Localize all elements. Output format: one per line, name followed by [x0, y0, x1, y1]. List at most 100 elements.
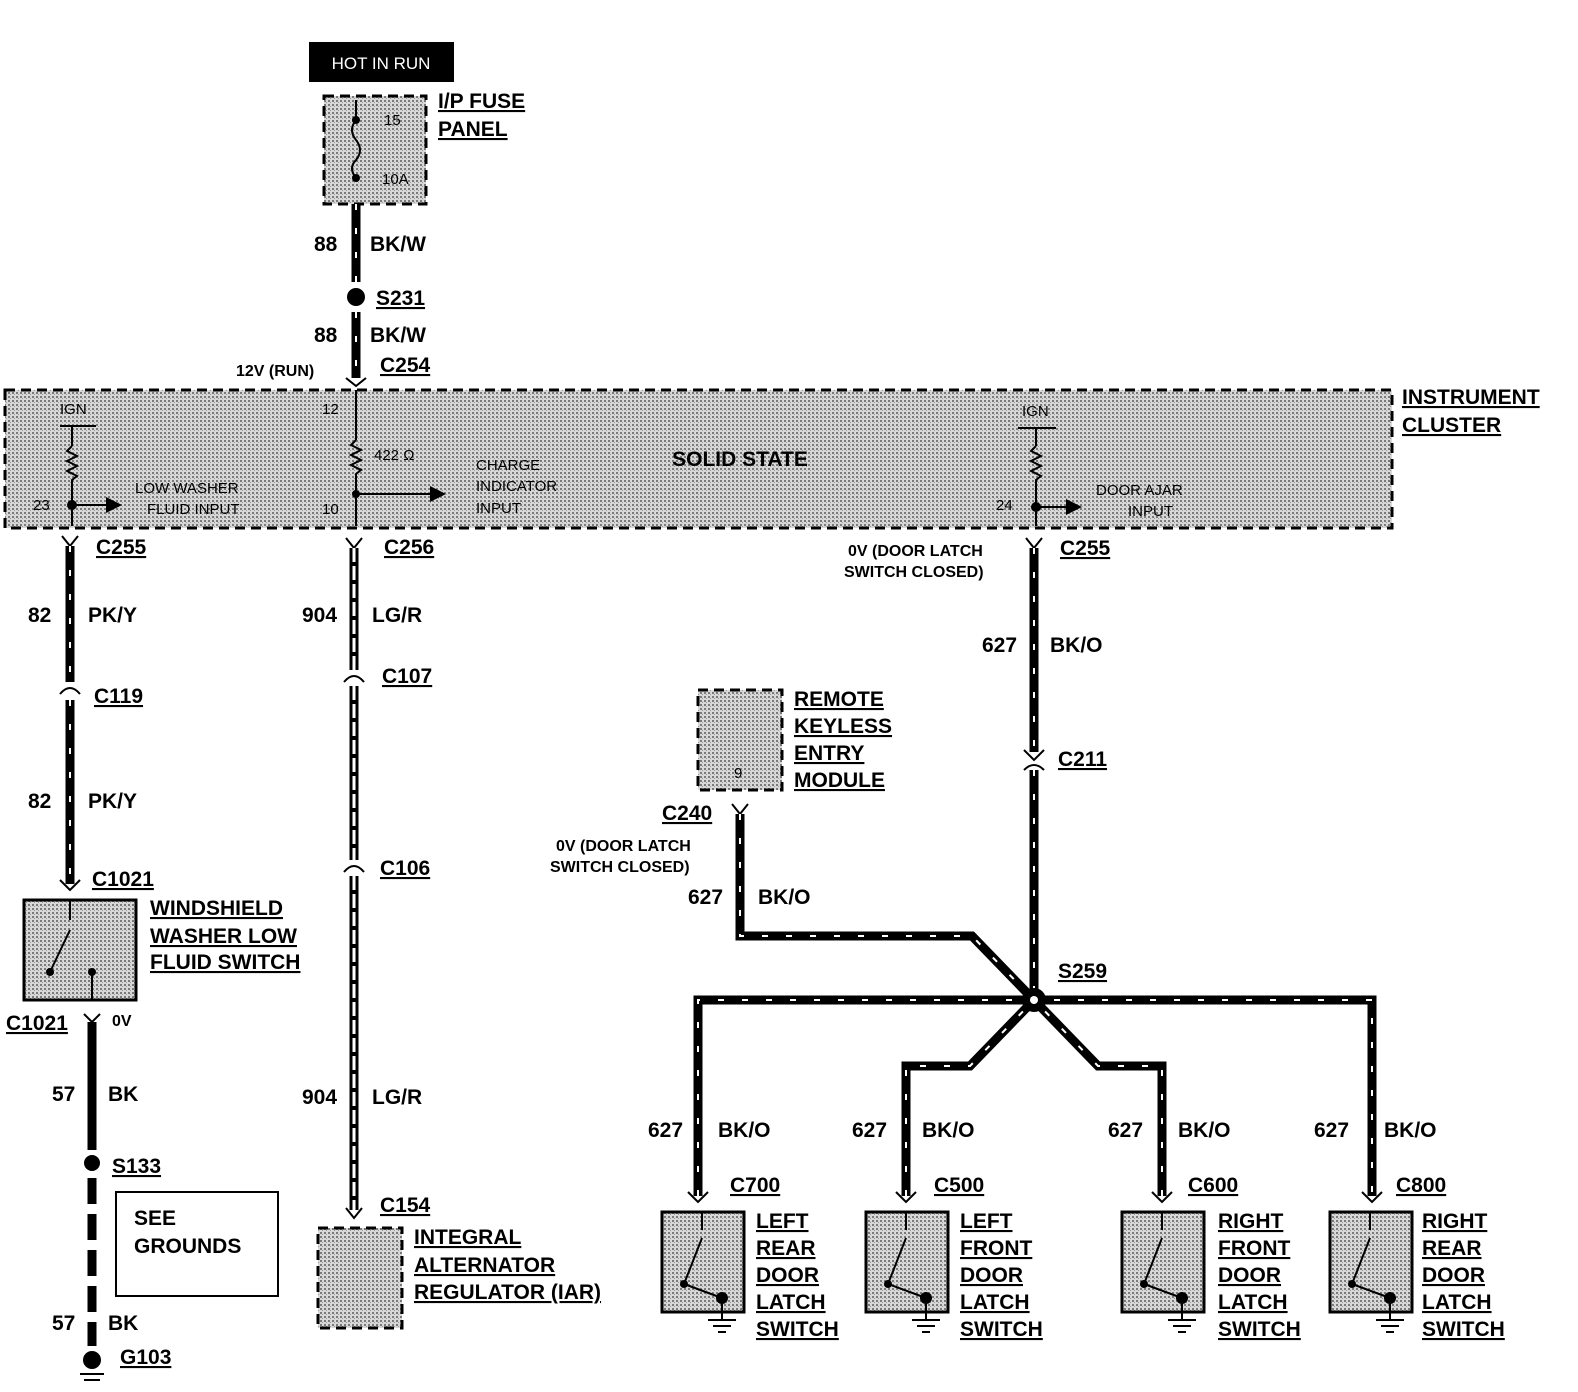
- splice-s231: [347, 288, 365, 306]
- label-door_switches-2-color: BK/O: [1178, 1119, 1231, 1142]
- connector-c211: C211: [1058, 748, 1107, 771]
- charge-indicator-label-3: INPUT: [476, 500, 521, 517]
- iar-module: [316, 1226, 404, 1330]
- label-door_switches-2-l4: LATCH: [1218, 1291, 1288, 1314]
- windshield-washer-switch: [22, 898, 138, 1002]
- charge-indicator-label-1: CHARGE: [476, 457, 540, 474]
- wire-904-circuit-2: 904: [302, 1086, 337, 1109]
- fuse-rating: 10A: [382, 171, 409, 188]
- low-washer-label-1: LOW WASHER: [135, 480, 239, 497]
- charge-indicator-label-2: INDICATOR: [476, 478, 557, 495]
- pin-10: 10: [322, 501, 339, 518]
- door-switch-right-rear: 627 BK/O C800 RIGHT REAR DOOR LATCH SWIT…: [1314, 1119, 1505, 1341]
- label-door_switches-0-l1: LEFT: [756, 1210, 809, 1233]
- connector-c255-left: C255: [96, 536, 147, 559]
- ov-label: 0V: [112, 1013, 132, 1030]
- door-switch-right-front: 627 BK/O C600 RIGHT FRONT DOOR LATCH SWI…: [1108, 1119, 1301, 1341]
- wire-82-circuit-2: 82: [28, 790, 51, 813]
- wire-88-color-2: BK/W: [370, 324, 426, 347]
- wire-88-circuit-2: 88: [314, 324, 338, 347]
- connector-c154: C154: [380, 1194, 431, 1217]
- label-door_switches-0-connector: C700: [730, 1174, 780, 1197]
- label-door_switches-0-l3: DOOR: [756, 1264, 819, 1287]
- rke-label-1: REMOTE: [794, 688, 884, 711]
- label-door_switches-3-l1: RIGHT: [1422, 1210, 1488, 1233]
- label-door_switches-1-circuit: 627: [852, 1119, 887, 1142]
- label-door_switches-3-color: BK/O: [1384, 1119, 1437, 1142]
- wire-82-circuit-1: 82: [28, 604, 51, 627]
- ign-left-label: IGN: [60, 401, 87, 418]
- solid-state-label: SOLID STATE: [672, 448, 808, 471]
- fuse-panel-label-1: I/P FUSE: [438, 90, 525, 113]
- iar-label-1: INTEGRAL: [414, 1226, 522, 1249]
- low-washer-label-2: FLUID INPUT: [147, 501, 240, 518]
- label-door_switches-0-circuit: 627: [648, 1119, 683, 1142]
- iar-label-3: REGULATOR (IAR): [414, 1281, 601, 1304]
- label-door_switches-2-l1: RIGHT: [1218, 1210, 1284, 1233]
- wire-904-circuit-1: 904: [302, 604, 337, 627]
- label-door_switches-3-l5: SWITCH: [1422, 1318, 1505, 1341]
- pin-23: 23: [33, 497, 50, 514]
- connector-c1021-top: C1021: [92, 868, 154, 891]
- voltage-12v-run: 12V (RUN): [236, 363, 314, 380]
- label-door_switches-3-l2: REAR: [1422, 1237, 1482, 1260]
- wire-82-color-1: PK/Y: [88, 604, 137, 627]
- cluster-label-1: INSTRUMENT: [1402, 386, 1540, 409]
- splice-s231-label: S231: [376, 287, 425, 310]
- rke-voltage-label-2: SWITCH CLOSED): [550, 859, 690, 876]
- pin-12: 12: [322, 401, 339, 418]
- label-door_switches-3-l4: LATCH: [1422, 1291, 1492, 1314]
- door-switch-left-rear: 627 BK/O C700 LEFT REAR DOOR LATCH SWITC…: [648, 1119, 839, 1341]
- label-door_switches-0-l4: LATCH: [756, 1291, 826, 1314]
- label-door_switches-0-l2: REAR: [756, 1237, 816, 1260]
- connector-c119: C119: [94, 685, 143, 708]
- label-door_switches-2-l2: FRONT: [1218, 1237, 1290, 1260]
- connector-c1021-bottom: C1021: [6, 1012, 68, 1035]
- rke-label-3: ENTRY: [794, 742, 864, 765]
- wire-627-circuit-rke: 627: [688, 886, 723, 909]
- label-door_switches-1-l4: LATCH: [960, 1291, 1030, 1314]
- rke-label-4: MODULE: [794, 769, 885, 792]
- wire-627-color-trunk: BK/O: [1050, 634, 1103, 657]
- rke-voltage-label-1: 0V (DOOR LATCH: [556, 838, 691, 855]
- wire-57-circuit-2: 57: [52, 1312, 75, 1335]
- ign-right-label: IGN: [1022, 403, 1049, 420]
- right-voltage-label-1: 0V (DOOR LATCH: [848, 543, 983, 560]
- splice-s259-label: S259: [1058, 960, 1107, 983]
- connector-c106: C106: [380, 857, 430, 880]
- label-door_switches-1-connector: C500: [934, 1174, 984, 1197]
- label-door_switches-0-l5: SWITCH: [756, 1318, 839, 1341]
- label-left_branch-see_l1: SEE: [134, 1207, 176, 1230]
- connector-c254: C254: [380, 354, 431, 377]
- wire-904-color-1: LG/R: [372, 604, 422, 627]
- wire-57-color-1: BK: [108, 1083, 138, 1106]
- label-power-hot_in_run: HOT IN RUN: [332, 54, 431, 73]
- washer-switch-label-3: FLUID SWITCH: [150, 951, 300, 974]
- connector-c256: C256: [384, 536, 434, 559]
- connector-c240: C240: [662, 802, 712, 825]
- see-grounds-box: SEE GROUNDS: [115, 1191, 279, 1297]
- washer-switch-label-1: WINDSHIELD: [150, 897, 283, 920]
- wire-627-color-rke: BK/O: [758, 886, 811, 909]
- ground-g103: G103: [120, 1346, 171, 1369]
- pin-24: 24: [996, 497, 1013, 514]
- label-door_switches-2-l5: SWITCH: [1218, 1318, 1301, 1341]
- fuse-panel-label-2: PANEL: [438, 118, 508, 141]
- washer-switch-label-2: WASHER LOW: [150, 925, 297, 948]
- resistor-422: 422 Ω: [374, 447, 414, 464]
- right-voltage-label-2: SWITCH CLOSED): [844, 564, 984, 581]
- fuse-number: 15: [384, 112, 401, 129]
- wire-82-color-2: PK/Y: [88, 790, 137, 813]
- wire-57-color-2: BK: [108, 1312, 138, 1335]
- wire-88-color-1: BK/W: [370, 233, 426, 256]
- door-ajar-label-2: INPUT: [1128, 503, 1173, 520]
- wire-88-circuit-1: 88: [314, 233, 338, 256]
- label-door_switches-3-connector: C800: [1396, 1174, 1446, 1197]
- door-ajar-label-1: DOOR AJAR: [1096, 482, 1183, 499]
- label-door_switches-1-color: BK/O: [922, 1119, 975, 1142]
- label-door_switches-1-l1: LEFT: [960, 1210, 1013, 1233]
- door-switch-left-front: 627 BK/O C500 LEFT FRONT DOOR LATCH SWIT…: [852, 1119, 1043, 1341]
- fuse-panel: 15 10A: [322, 94, 428, 206]
- label-door_switches-3-l3: DOOR: [1422, 1264, 1485, 1287]
